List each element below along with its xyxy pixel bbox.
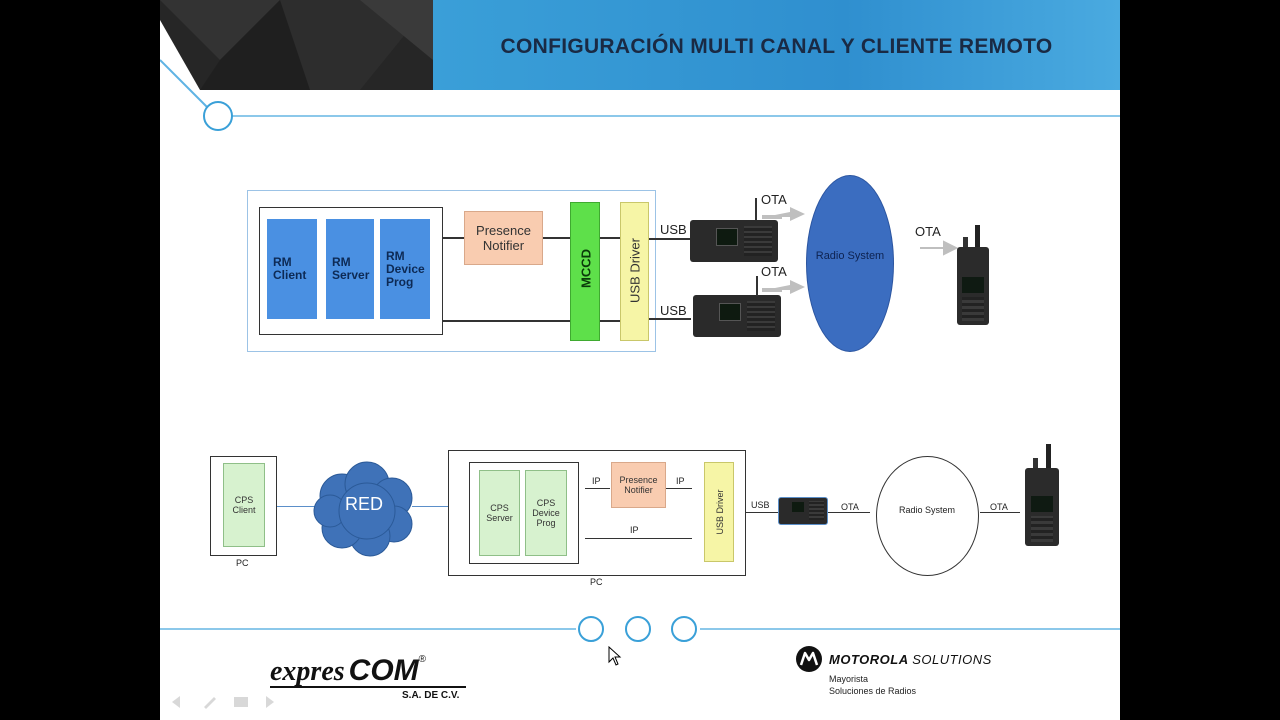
usb-line-1 [649,238,691,240]
red-cloud [313,461,413,557]
cps-host-box [469,462,579,564]
prev-arrow-icon [172,696,180,708]
line-ota-right [980,512,1020,513]
motorola-text: MOTOROLA [829,652,909,667]
expres-underline [270,686,466,688]
radio-system-bottom: Radio System [876,456,979,576]
rm-server-block: RM Server [326,219,374,319]
ip-right-label: IP [676,476,685,486]
sa-de-cv-label: S.A. DE C.V. [402,690,460,701]
handheld-radio-bottom [1022,444,1062,546]
pager-dot-1[interactable] [578,616,604,642]
line-pc-to-red [277,506,317,507]
cps-device-prog-label: CPS Device Prog [532,498,560,528]
registered-mark: ® [418,654,427,665]
slides-icon [234,697,248,707]
line-ip-right [666,488,692,489]
line-mccd-to-usb-bottom [600,320,621,322]
usb-driver-bottom-label: USB Driver [715,489,725,535]
rm-client-label: RM Client [273,255,307,282]
presence-notifier-block: Presence Notifier [464,211,543,265]
mobile-radio-2 [693,295,781,337]
mccd-label: MCCD [578,249,594,288]
ota-label-2: OTA [761,264,787,279]
ip-bottom-label: IP [630,525,639,535]
presence-notifier-bottom-block: Presence Notifier [611,462,666,508]
mobile-radio-bottom [778,497,828,525]
red-label: RED [344,494,383,514]
radio-system-top-label: Radio System [815,250,885,262]
expres-text: expres [270,656,345,687]
usb-line-2 [649,318,691,320]
header-decoration [160,59,1120,131]
header-geometric-pattern [160,0,433,90]
line-ip-left [585,488,610,489]
line-presence-to-mccd [542,237,572,239]
ota-arrows [762,207,805,294]
line-rm-to-mccd-bottom [443,320,571,322]
usb-driver-label: USB Driver [627,238,643,304]
usb-label-1: USB [660,222,687,237]
next-arrow-icon [266,696,274,708]
presence-notifier-label: Presence Notifier [476,223,531,253]
header-dark-panel [160,0,433,90]
pager-dot-2[interactable] [625,616,651,642]
radio-system-bottom-label: Radio System [898,505,956,515]
ota-arrow-3 [920,240,959,256]
line-ip-bottom [585,538,692,539]
pager-line-right [700,628,1120,630]
mccd-block: MCCD [570,202,600,341]
pen-icon [204,697,216,709]
mayorista-label: Mayorista [829,674,869,684]
line-red-to-server [412,506,448,507]
radio-system-top: Radio System [807,176,893,351]
com-text: COM [348,654,419,687]
presenter-toolbar[interactable] [170,694,280,710]
cps-server-block: CPS Server [479,470,520,556]
ota-left-label: OTA [841,502,859,512]
rm-device-prog-label: RM Device Prog [386,248,425,289]
motorola-solutions-wordmark: MOTOROLA SOLUTIONS [829,652,992,667]
pager-dot-3[interactable] [671,616,697,642]
motorola-batwing-icon [796,646,822,672]
usb-label-2: USB [660,303,687,318]
presence-notifier-bottom-label: Presence Notifier [619,475,658,495]
pager-line-left [160,628,576,630]
line-ota-left [828,512,870,513]
ota-right-label: OTA [990,502,1008,512]
usb-driver-bottom-block: USB Driver [704,462,734,562]
usb-driver-block: USB Driver [620,202,649,341]
line-mccd-to-usb-top [600,237,621,239]
handheld-radio-top [955,225,989,325]
solutions-text: SOLUTIONS [912,652,992,667]
top-diagram-frame [247,190,656,352]
rm-client-block: RM Client [267,219,317,319]
mobile-radio-1 [690,220,778,262]
soluciones-label: Soluciones de Radios [829,686,917,696]
rm-server-label: RM Server [332,255,370,282]
ip-left-label: IP [592,476,601,486]
line-usb-bottom [746,512,778,513]
cps-device-prog-block: CPS Device Prog [525,470,567,556]
pc-left-label: PC [236,558,249,568]
mouse-cursor-icon [608,646,622,666]
cps-client-block: CPS Client [223,463,265,547]
usb-label-bottom: USB [751,500,770,510]
cps-server-label: CPS Server [486,503,513,523]
antenna-2 [756,276,758,296]
ota-label-3: OTA [915,224,941,239]
antenna-1 [755,198,757,220]
slide-title: CONFIGURACIÓN MULTI CANAL Y CLIENTE REMO… [500,35,1053,58]
ota-label-1: OTA [761,192,787,207]
rm-device-prog-block: RM Device Prog [380,219,430,319]
pc-right-label: PC [590,577,603,587]
header-blue-panel: CONFIGURACIÓN MULTI CANAL Y CLIENTE REMO… [433,0,1120,90]
slide: CONFIGURACIÓN MULTI CANAL Y CLIENTE REMO… [160,0,1120,720]
cps-client-label: CPS Client [232,495,256,515]
